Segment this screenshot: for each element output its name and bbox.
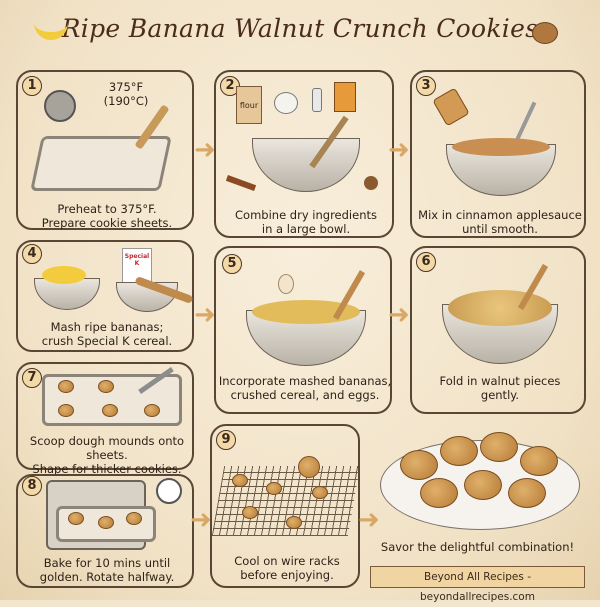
arrow-icon: ➜ [194, 300, 216, 330]
step-number: 4 [22, 244, 42, 264]
mixing-bowl [252, 138, 360, 192]
cookie [400, 450, 438, 480]
cookie [266, 482, 282, 495]
cookie [520, 446, 558, 476]
cookie [126, 512, 142, 525]
step-caption: Preheat to 375°F.Prepare cookie sheets. [41, 202, 173, 230]
cookie [464, 470, 502, 500]
step-number: 3 [416, 76, 436, 96]
arrow-icon: ➜ [194, 135, 216, 165]
salt-shaker-icon [312, 88, 322, 112]
step-number: 9 [216, 430, 236, 450]
step-caption: Scoop dough mounds onto sheets.Shape for… [29, 434, 185, 476]
step-number: 7 [22, 368, 42, 388]
step-caption: Mash ripe bananas;crush Special K cereal… [41, 320, 173, 348]
step-number: 5 [222, 254, 242, 274]
step-1-panel: 1 375°F (190°C) Preheat to 375°F.Prepare… [16, 70, 194, 230]
final-caption: Savor the delightful combination! [380, 540, 575, 554]
timer-icon [156, 478, 182, 504]
flour-bag-icon: flour [236, 86, 262, 124]
dough-mound [58, 404, 74, 417]
cinnamon-sticks-icon [225, 175, 257, 191]
arrow-icon: ➜ [190, 505, 212, 535]
temperature-c: (190°C) [103, 94, 149, 108]
cookie [286, 516, 302, 529]
step-7-panel: 7 Scoop dough mounds onto sheets.Shape f… [16, 362, 194, 476]
cookie [420, 478, 458, 508]
cookie [232, 474, 248, 487]
dough-mound [98, 380, 114, 393]
cookie-in-hand [298, 456, 320, 478]
oven-dial-icon [44, 90, 76, 122]
page-title: Ripe Banana Walnut Crunch Cookies [61, 14, 539, 43]
cookie [480, 432, 518, 462]
dough-mound [58, 380, 74, 393]
banana-icon [42, 266, 86, 284]
temperature-f: 375°F [108, 80, 144, 94]
cookie [508, 478, 546, 508]
step-number: 1 [22, 76, 42, 96]
applesauce-jar-icon [432, 87, 470, 127]
cookie [98, 516, 114, 529]
baking-sheet [30, 136, 172, 191]
step-caption: Incorporate mashed bananas,crushed cerea… [218, 374, 392, 402]
dough-mound [102, 404, 118, 417]
step-number: 8 [22, 476, 42, 496]
footer-banner: Beyond All Recipes - beyondallrecipes.co… [370, 566, 585, 603]
arrow-icon: ➜ [358, 505, 380, 535]
walnut-dough [448, 290, 552, 326]
step-5-panel: 5 Incorporate mashed bananas,crushed cer… [214, 246, 392, 414]
applesauce-mixture [452, 138, 550, 156]
dough-mound [144, 404, 160, 417]
banana-icon [34, 22, 68, 40]
nutmeg-icon [364, 176, 378, 190]
eggs-icon [278, 274, 294, 294]
cookie [68, 512, 84, 525]
cookie [440, 436, 478, 466]
walnut-icon [532, 22, 558, 44]
arrow-icon: ➜ [388, 135, 410, 165]
sugar-bowl-icon [274, 92, 298, 114]
arrow-icon: ➜ [388, 300, 410, 330]
baking-soda-box-icon [334, 82, 356, 112]
step-4-panel: 4 Special K Mash ripe bananas;crush Spec… [16, 240, 194, 352]
cookie [312, 486, 328, 499]
step-number: 6 [416, 252, 436, 272]
cookie [242, 506, 258, 519]
